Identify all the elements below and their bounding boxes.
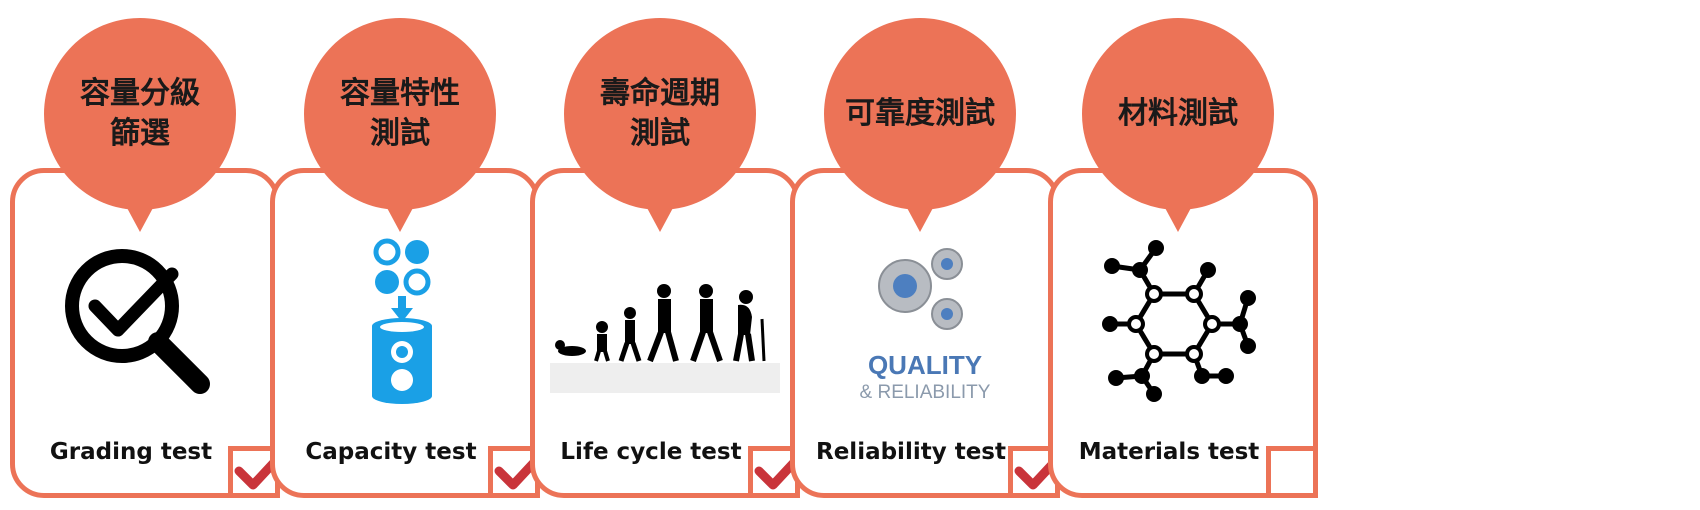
bubble-title: 材料測試 xyxy=(1118,96,1238,131)
card-label: Grading test xyxy=(49,439,213,465)
category-bubble: 可靠度測試 xyxy=(824,18,1016,210)
test-card-capacity: Capacity test xyxy=(270,168,545,498)
magnifier-check-icon xyxy=(15,231,275,411)
test-card-life-cycle: Life cycle test xyxy=(530,168,805,498)
card-label: Materials test xyxy=(1078,439,1260,465)
category-bubble: 壽命週期 測試 xyxy=(564,18,756,210)
bubble-title: 容量特性 測試 xyxy=(340,76,460,151)
quality-reliability-logo: QUALITY & RELIABILITY xyxy=(795,231,1055,411)
test-card-reliability: QUALITY & RELIABILITY Reliability test xyxy=(790,168,1065,498)
category-bubble: 材料測試 xyxy=(1082,18,1274,210)
category-bubble: 容量分級 篩選 xyxy=(44,18,236,210)
svg-text:& RELIABILITY: & RELIABILITY xyxy=(860,382,991,403)
card-label: Life cycle test xyxy=(560,439,742,465)
svg-text:QUALITY: QUALITY xyxy=(868,350,982,380)
bubble-title: 可靠度測試 xyxy=(845,96,995,131)
bubble-title: 壽命週期 測試 xyxy=(600,76,720,151)
human-evolution-icon xyxy=(535,231,795,411)
bubble-title: 容量分級 篩選 xyxy=(80,76,200,151)
card-label: Capacity test xyxy=(305,439,477,465)
gears-icon: QUALITY & RELIABILITY xyxy=(860,248,991,403)
card-label: Reliability test xyxy=(816,439,1006,465)
battery-cell-icon xyxy=(275,231,535,411)
test-checkbox[interactable] xyxy=(1266,446,1318,498)
molecule-icon xyxy=(1053,231,1313,411)
category-bubble: 容量特性 測試 xyxy=(304,18,496,210)
